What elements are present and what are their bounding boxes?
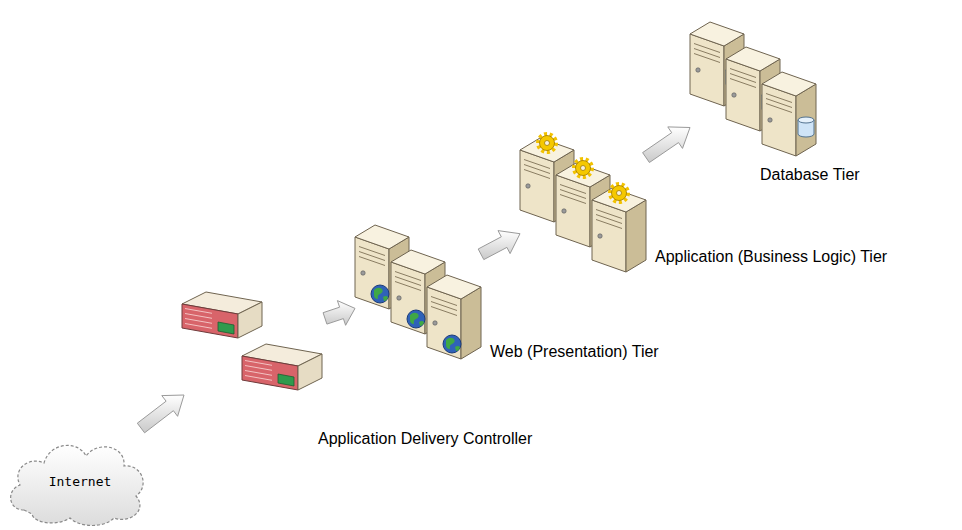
- server-tier: Application (Business Logic) Tier: [520, 128, 646, 273]
- tier-label: Web (Presentation) Tier: [490, 343, 659, 361]
- server-cluster-illustration: [690, 12, 816, 157]
- tier-label: Application Delivery Controller: [318, 430, 532, 448]
- tier-label: Database Tier: [760, 166, 860, 184]
- flow-arrow: [643, 127, 690, 163]
- flow-arrow: [323, 301, 355, 326]
- tier-label: Application (Business Logic) Tier: [655, 248, 887, 266]
- cloud-label: Internet: [49, 474, 112, 489]
- server-cluster-illustration: [355, 215, 481, 360]
- flow-arrow: [137, 395, 184, 433]
- server-tier: Database Tier: [690, 12, 816, 157]
- flow-arrow: [478, 231, 520, 260]
- server-cluster-illustration: [520, 128, 646, 273]
- controller-group: Application Delivery Controller: [180, 290, 325, 395]
- controller-illustration: [180, 290, 325, 395]
- internet-cloud: Internet: [4, 428, 150, 526]
- server-tier: Web (Presentation) Tier: [355, 215, 481, 360]
